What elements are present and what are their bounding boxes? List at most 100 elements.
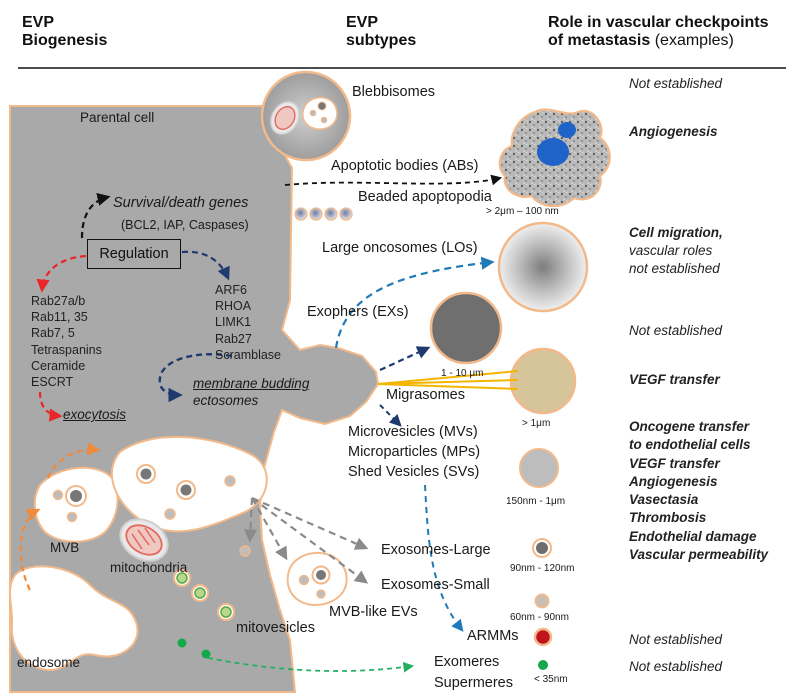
exosomes-small-label: Exosomes-Small	[381, 577, 490, 593]
mvb-label: MVB	[50, 540, 80, 555]
exo-gene-item: Rab7, 5	[31, 326, 75, 341]
exopher	[429, 291, 503, 365]
supermeres-label: Supermeres	[434, 675, 513, 691]
blebbisome-mvb-vesicle	[309, 109, 317, 117]
role-blebbisomes: Not established	[629, 76, 723, 91]
header-subtypes-line2: subtypes	[346, 32, 417, 50]
header-subtypes: EVP subtypes	[346, 14, 416, 51]
armm	[533, 627, 553, 647]
blebbisome-mvb-vesicle	[320, 116, 328, 124]
size-migrasome: > 1μm	[522, 418, 551, 429]
size-exomere: < 35nm	[534, 674, 568, 685]
role-exophers: Not established	[629, 323, 723, 338]
to-exomeres-arrow	[207, 657, 415, 673]
apoptopodia-bead	[309, 207, 323, 221]
exomere-dot	[201, 649, 211, 659]
mvb-like-vesicle-core	[316, 570, 326, 580]
apoptotic-fragment	[558, 122, 576, 138]
exo-gene-item: Tetraspanins	[31, 342, 102, 357]
role-exomeres: Not established	[629, 659, 723, 674]
size-microvesicle: 150nm - 1μm	[506, 496, 566, 507]
armms-label: ARMMs	[467, 628, 519, 644]
large-oncosome	[497, 221, 589, 313]
to-exopher-arrow	[379, 346, 431, 371]
mitochondrion-cristae	[131, 527, 156, 550]
role-migrasomes: VEGF transfer	[629, 372, 720, 387]
cell-vesicle	[239, 545, 251, 557]
mitovesicle-core	[176, 572, 188, 584]
role-oncosome-line3: not established	[629, 261, 720, 276]
membrane-budding-label: membrane budding	[193, 376, 310, 391]
mvb-like-evs-label: MVB-like EVs	[329, 604, 418, 620]
parental-cell	[9, 105, 380, 693]
mvb-vesicle	[66, 511, 78, 523]
header-roles-note: (examples)	[654, 32, 734, 50]
survival-arrow	[80, 192, 111, 239]
role-mv-item: VEGF transfer	[629, 455, 720, 471]
role-oncosome-line1: Cell migration,	[629, 225, 723, 240]
budding-genes-to-ectosomes-arrow	[158, 353, 233, 403]
compartment-vesicle-core	[180, 484, 192, 496]
budding-gene-item: RHOA	[215, 299, 252, 314]
mvb-vesicle	[52, 489, 64, 501]
mvb-fusion-arrow	[46, 442, 101, 479]
role-oncosome-line2: vascular roles	[629, 243, 713, 258]
apoptosis-arrow	[284, 174, 503, 186]
header-roles-line1: Role in vascular checkpoints	[548, 14, 769, 31]
role-mv-item: Thrombosis	[629, 510, 707, 526]
mitochondrion-inner	[125, 524, 163, 556]
migrasome-tether	[377, 370, 519, 390]
regulation-box: Regulation	[87, 239, 181, 269]
mitovesicle-core	[194, 587, 206, 599]
header-biogenesis-line2: Biogenesis	[22, 32, 108, 50]
mvb-like-vesicle	[316, 589, 326, 599]
role-mv-item: Oncogene transfer	[629, 419, 750, 434]
role-mv-item: Endothelial damage	[629, 528, 757, 544]
survival-examples-label: (BCL2, IAP, Caspases)	[121, 218, 249, 232]
exomere-dot	[177, 638, 187, 648]
exo-gene-item: Rab11, 35	[31, 310, 88, 325]
to-armm-arrow	[424, 484, 464, 632]
apoptopodia-bead	[294, 207, 308, 221]
role-apoptotic: Angiogenesis	[629, 124, 718, 139]
compartment-vesicle	[164, 508, 176, 520]
header-roles-line2: of metastasis	[548, 32, 651, 50]
role-mv-item: to endothelial cells	[629, 437, 751, 453]
regulation-to-exo-genes-arrow	[36, 254, 87, 293]
header-biogenesis-line1: EVP	[22, 14, 55, 31]
to-oncosome-arrow	[334, 256, 495, 349]
exocytosis-label: exocytosis	[63, 407, 127, 422]
blebbisome-mvb	[302, 96, 338, 130]
blebbisome-mitochondrion-inner	[274, 105, 296, 131]
exocytosis-genes: Rab27a/b Rab11, 35 Rab7, 5 Tetraspanins …	[31, 293, 102, 390]
endosome-label: endosome	[17, 655, 81, 670]
compartment-vesicle-core	[140, 468, 152, 480]
to-microvesicle-arrow	[379, 404, 402, 427]
regulation-label: Regulation	[99, 246, 169, 262]
exosome-small	[534, 593, 550, 609]
beaded-apoptopodia-label: Beaded apoptopodia	[358, 189, 492, 205]
apoptotic-bodies-label: Apoptotic bodies (ABs)	[331, 158, 479, 174]
exo-gene-item: Rab27a/b	[31, 294, 86, 308]
microvesicle	[519, 448, 559, 488]
budding-gene-item: LIMK1	[215, 315, 252, 330]
header-subtypes-line1: EVP	[346, 14, 379, 31]
blebbisomes-label: Blebbisomes	[352, 84, 436, 100]
mvb-formation-arrow	[19, 508, 41, 591]
exo-gene-item: Ceramide	[31, 358, 86, 373]
header-roles-line2-wrap: of metastasis (examples)	[548, 32, 769, 50]
survival-genes-label: Survival/death genes	[113, 195, 249, 211]
role-oncosome: Cell migration, vascular roles not estab…	[629, 224, 723, 278]
role-mv-item: Vascular permeability	[629, 547, 769, 563]
migrasome	[509, 347, 577, 415]
mitovesicles-label: mitovesicles	[236, 620, 315, 636]
blebbisome-mvb-vesicle	[317, 101, 327, 111]
to-exosomes-large-arrow	[251, 496, 369, 550]
exosomes-large-label: Exosomes-Large	[381, 542, 491, 558]
regulation-to-budding-genes-arrow	[181, 250, 230, 281]
mitochondria-label: mitochondria	[110, 560, 188, 575]
migrasomes-label: Migrasomes	[386, 387, 465, 403]
shed-vesicles-label: Shed Vesicles (SVs)	[348, 464, 480, 480]
exophers-label: Exophers (EXs)	[307, 304, 409, 320]
